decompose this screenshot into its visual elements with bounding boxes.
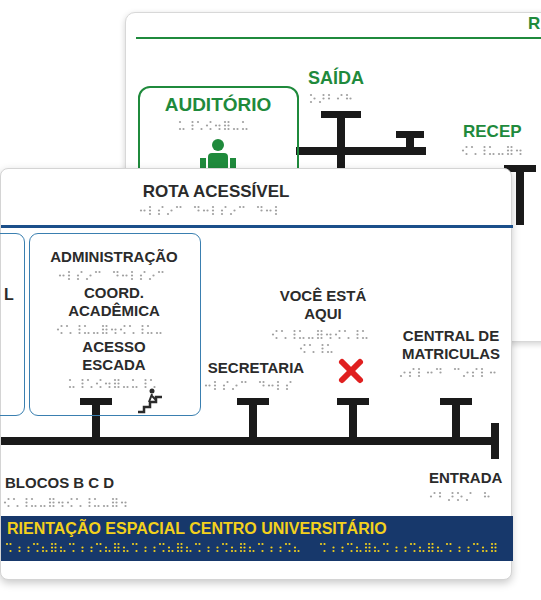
route-segment xyxy=(337,398,369,405)
braille-dots xyxy=(57,325,162,334)
braille-dots xyxy=(310,94,352,103)
braille-dots xyxy=(4,498,127,507)
route-segment xyxy=(92,401,100,441)
braille-dots xyxy=(320,543,497,552)
route-segment xyxy=(516,165,524,225)
route-segment xyxy=(491,423,499,459)
route-segment xyxy=(80,398,112,405)
place-label: ENTRADA xyxy=(429,469,509,487)
route-segment xyxy=(452,401,460,441)
place-label: RECEP xyxy=(463,123,541,141)
braille-dots xyxy=(205,381,292,390)
braille-dots xyxy=(69,379,156,388)
braille-dots xyxy=(59,271,164,280)
place-label: SECRETARIA xyxy=(196,359,316,377)
place-label: BLOCOS B C D xyxy=(5,474,145,492)
stairs-icon xyxy=(138,389,162,413)
braille-dots xyxy=(179,121,248,130)
place-label: COORD. ACADÊMICA xyxy=(54,284,174,320)
sign-title: R xyxy=(528,15,541,33)
you-are-here-mark xyxy=(342,362,360,380)
block-box: L xyxy=(0,233,25,416)
place-label: ADMINISTRAÇÃO xyxy=(34,248,194,266)
braille-dots xyxy=(300,344,333,353)
braille-dots xyxy=(272,330,368,339)
illustration xyxy=(0,234,20,417)
footer-text: RIENTAÇÃO ESPACIAL CENTRO UNIVERSITÁRIO xyxy=(7,520,507,538)
sign-title: ROTA ACESSÍVEL xyxy=(106,183,326,201)
footer-band: RIENTAÇÃO ESPACIAL CENTRO UNIVERSITÁRIO xyxy=(1,516,513,561)
block-box: ADMINISTRAÇÃO COORD. ACADÊMICA ACESSO ESCA… xyxy=(29,233,201,416)
braille-dots xyxy=(400,368,496,377)
room-label: AUDITÓRIO xyxy=(143,96,293,114)
route-segment xyxy=(237,398,269,405)
block-label: L xyxy=(4,286,18,304)
place-label: VOCÊ ESTÁ AQUI xyxy=(268,287,378,323)
route-segment xyxy=(440,398,472,405)
braille-dots xyxy=(6,543,300,552)
route-segment xyxy=(249,401,257,441)
place-label: SAÍDA xyxy=(286,69,386,87)
braille-dots xyxy=(462,146,522,155)
route-segment xyxy=(136,37,541,39)
place-label: ACESSO ESCADA xyxy=(64,338,164,374)
route-segment xyxy=(1,225,513,228)
route-segment xyxy=(349,401,357,441)
sign-card: L ADMINISTRAÇÃO COORD. ACADÊMICA ACESSO ESC… xyxy=(0,168,512,580)
route-segment xyxy=(406,131,414,155)
place-label: CENTRAL DE MATRICULAS xyxy=(393,327,509,363)
braille-dots xyxy=(430,492,490,501)
braille-dots xyxy=(140,206,277,215)
